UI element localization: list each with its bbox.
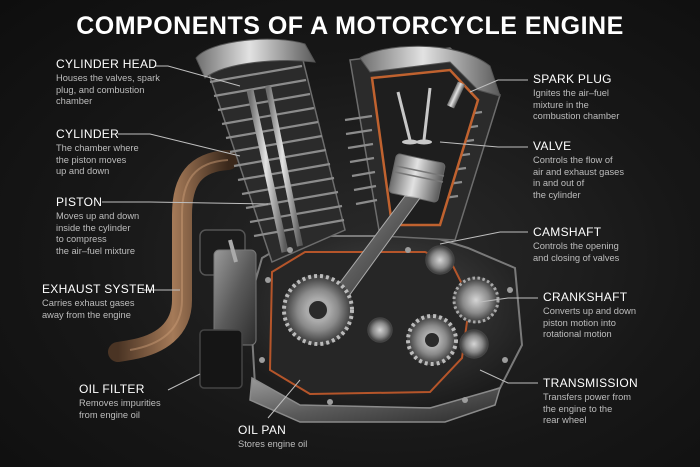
label-heading: CRANKSHAFT (543, 290, 628, 304)
label-heading: CYLINDER HEAD (56, 57, 158, 71)
leader-transmission (479, 369, 538, 384)
leader-piston (102, 201, 269, 205)
right-cylinder (329, 45, 501, 301)
leader-oil-filter (167, 373, 201, 391)
label-heading: OIL PAN (238, 423, 287, 437)
diagram-title: COMPONENTS OF A MOTORCYCLE ENGINE (76, 12, 624, 40)
exhaust-pipe (108, 150, 238, 362)
label-heading: CAMSHAFT (533, 225, 602, 239)
oil-filter-shape (199, 229, 257, 389)
label-heading: CYLINDER (56, 127, 120, 141)
label-heading: EXHAUST SYSTEM (42, 282, 156, 296)
label-heading: TRANSMISSION (543, 376, 638, 390)
left-cylinder (195, 38, 346, 264)
leader-valve (439, 141, 528, 148)
leader-spark-plug (469, 79, 528, 93)
crank-gears (282, 245, 500, 366)
label-heading: PISTON (56, 195, 103, 209)
leader-cylinder (118, 133, 241, 157)
leader-oil-pan (267, 379, 301, 419)
label-description: Stores engine oil (238, 439, 308, 449)
label-heading: VALVE (533, 139, 572, 153)
leader-camshaft (439, 231, 528, 245)
label-heading: SPARK PLUG (533, 72, 612, 86)
bolts (259, 247, 513, 405)
oil-pan-shape (249, 376, 502, 423)
leader-crankshaft (479, 297, 538, 303)
label-heading: OIL FILTER (79, 382, 145, 396)
label-oil-pan: OIL PAN Stores engine oil (238, 423, 307, 451)
leader-cylinder-head (155, 65, 241, 87)
